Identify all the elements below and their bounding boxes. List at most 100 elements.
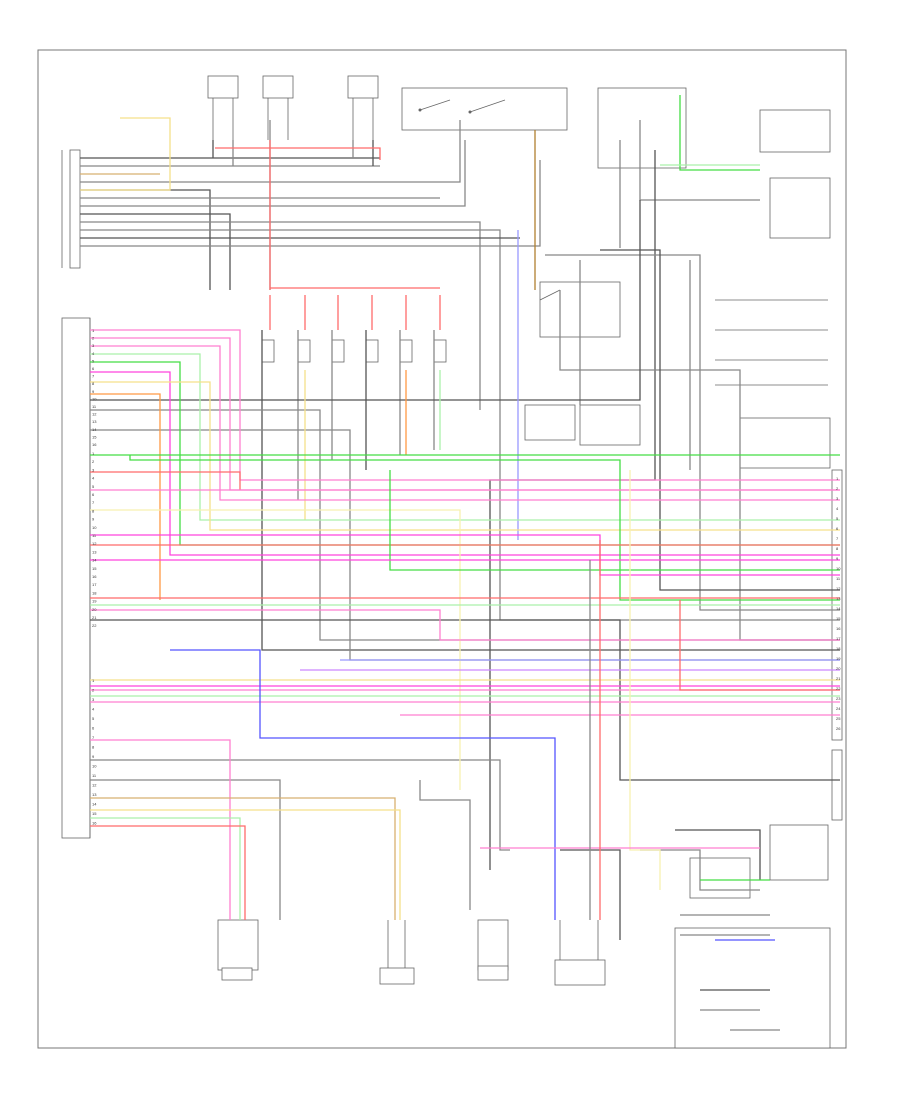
pin-number: 24 <box>836 706 841 711</box>
top-relay-3 <box>347 75 379 140</box>
colored-wire <box>679 600 840 691</box>
pin-number: 10 <box>92 396 97 401</box>
pin-number: 4 <box>92 476 95 481</box>
gray-wire <box>90 619 840 781</box>
pin-number: 7 <box>92 735 95 740</box>
center-sensor <box>524 404 641 446</box>
colored-wire <box>90 381 840 531</box>
pin-number: 9 <box>92 389 95 394</box>
gray-wire <box>261 330 840 651</box>
pin-number: 15 <box>92 566 97 571</box>
pin-number: 18 <box>92 590 97 595</box>
pin-number: 5 <box>92 716 95 721</box>
pin-number: 20 <box>836 666 841 671</box>
pin-number: 16 <box>92 574 97 579</box>
pin-number: 1 <box>92 328 95 333</box>
colored-wire <box>389 470 840 571</box>
colored-wire <box>90 361 840 546</box>
colored-wire <box>90 809 401 920</box>
pin-number: 19 <box>92 599 97 604</box>
pin-number: 11 <box>92 533 97 538</box>
pin-number: 15 <box>92 811 97 816</box>
pin-number: 3 <box>92 467 95 472</box>
pin-number: 1 <box>92 451 95 456</box>
gray-wire <box>80 140 466 207</box>
pin-number: 6 <box>836 526 839 531</box>
pin-number: 11 <box>92 404 97 409</box>
gray-wire-group <box>80 120 840 1031</box>
pin-number: 13 <box>92 419 97 424</box>
colored-wire <box>90 345 840 501</box>
pin-number: 26 <box>836 726 841 731</box>
pin-number: 13 <box>836 596 841 601</box>
pin-number: 5 <box>836 516 839 521</box>
pin-number: 5 <box>92 358 95 363</box>
pin-number: 13 <box>92 549 97 554</box>
pin-number: 23 <box>836 696 841 701</box>
pin-number: 9 <box>92 517 95 522</box>
gray-wire <box>90 200 641 401</box>
pin-number: 14 <box>836 606 841 611</box>
pin-number: 12 <box>92 783 97 788</box>
gray-wire <box>640 849 760 891</box>
colored-wire <box>90 509 461 790</box>
pin-number: 8 <box>92 745 95 750</box>
gray-wire <box>80 120 461 183</box>
pin-number: 12 <box>92 412 97 417</box>
pin-number: 10 <box>92 525 97 530</box>
pin-number: 9 <box>836 556 839 561</box>
gray-wire <box>80 221 481 410</box>
top-relay-1 <box>207 75 239 140</box>
pin-number: 8 <box>836 546 839 551</box>
gray-wire <box>80 229 840 621</box>
gray-wire <box>600 249 840 591</box>
pin-number: 17 <box>92 582 97 587</box>
gray-wire <box>419 780 471 910</box>
gray-wire <box>80 189 211 290</box>
pin-number: 17 <box>836 636 841 641</box>
pin-number: 20 <box>92 607 97 612</box>
pin-number: 4 <box>92 351 95 356</box>
colored-wire <box>90 337 840 491</box>
pin-number: 7 <box>92 500 95 505</box>
gray-wire <box>545 254 840 611</box>
colored-wire <box>80 117 171 191</box>
pin-number: 8 <box>92 508 95 513</box>
pin-number: 2 <box>92 459 95 464</box>
colored-wire-group <box>80 95 840 941</box>
colored-wire <box>90 825 246 920</box>
gray-wire <box>90 779 281 920</box>
pin-number: 4 <box>836 506 839 511</box>
pin-number: 16 <box>92 442 97 447</box>
colored-wire <box>90 329 840 481</box>
pin-number: 16 <box>836 626 841 631</box>
colored-wire <box>170 649 556 920</box>
colored-wire <box>90 797 396 920</box>
pin-number: 22 <box>92 623 97 628</box>
bottom-sensor-3 <box>477 919 509 981</box>
top-relay-2 <box>262 75 294 140</box>
pin-number: 4 <box>92 707 95 712</box>
bottom-sensor-2 <box>379 920 415 985</box>
pin-number: 10 <box>92 764 97 769</box>
colored-wire <box>90 353 840 521</box>
left-top-connector <box>61 149 81 269</box>
top-right-connector <box>597 87 831 239</box>
gray-wire <box>80 213 231 290</box>
gray-wire <box>675 829 761 880</box>
right-mid-module <box>715 299 831 469</box>
pin-number: 9 <box>92 754 95 759</box>
colored-wire <box>90 817 241 920</box>
pin-number: 21 <box>836 676 841 681</box>
pin-number: 16 <box>92 821 97 826</box>
pin-number: 7 <box>836 536 839 541</box>
top-switch-assembly <box>401 87 568 131</box>
pin-number: 15 <box>92 434 97 439</box>
pin-number: 6 <box>92 726 95 731</box>
pin-number: 11 <box>836 576 841 581</box>
pin-number: 10 <box>836 566 841 571</box>
colored-wire <box>129 455 840 601</box>
colored-wire <box>90 739 231 920</box>
right-connector-block <box>831 469 843 821</box>
